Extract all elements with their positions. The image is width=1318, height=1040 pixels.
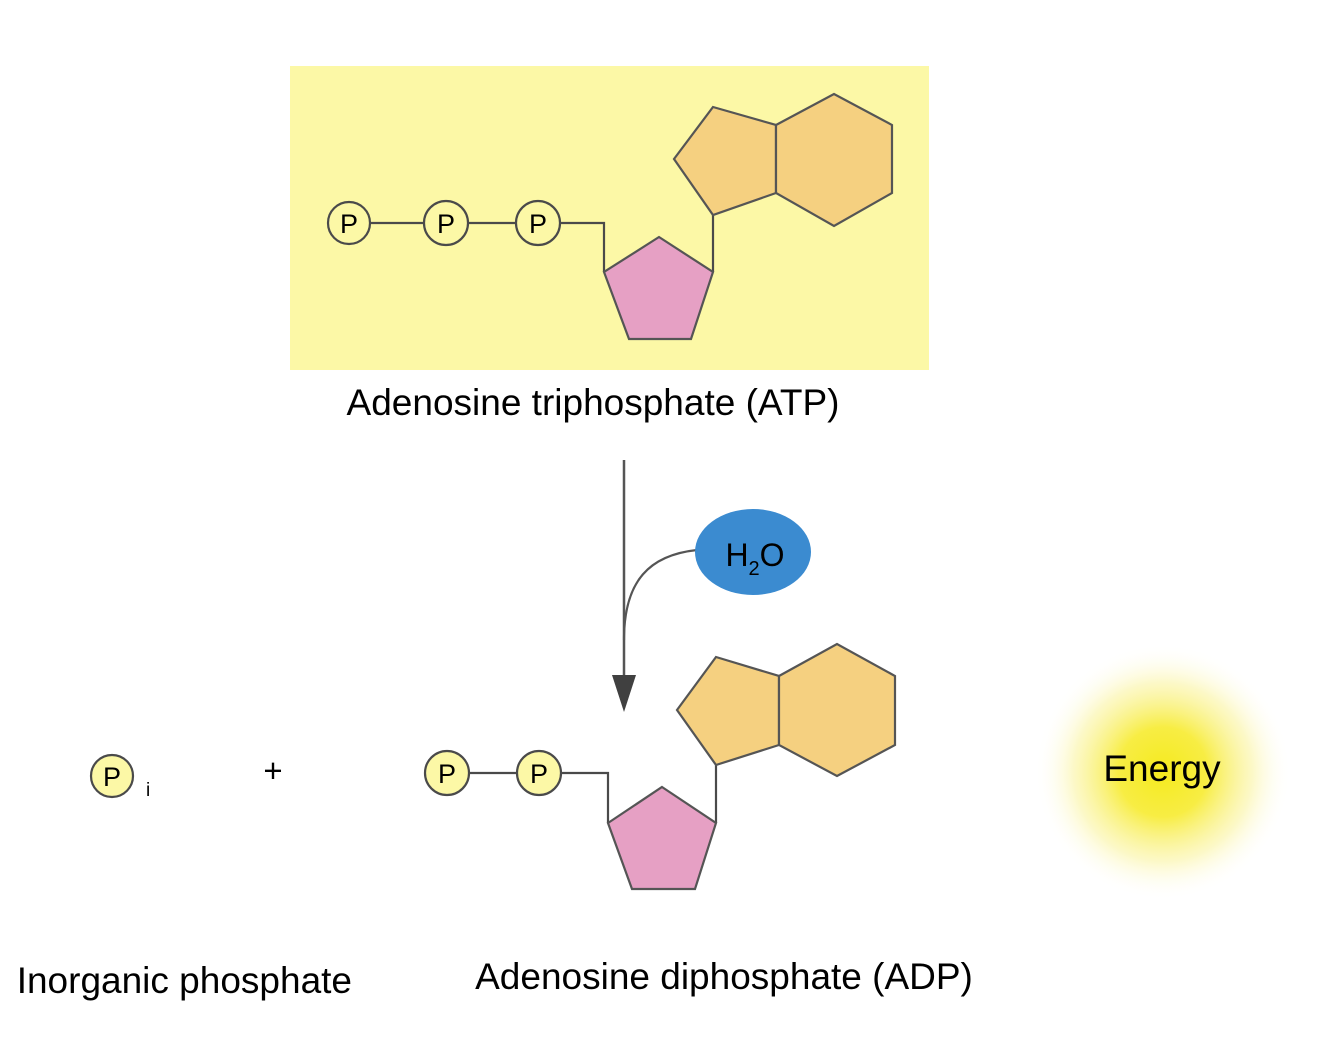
reaction-arrow — [612, 460, 698, 712]
atp-molecule: P P P — [326, 92, 894, 341]
adp-adenine-hexagon — [777, 642, 897, 778]
water-o: O — [760, 537, 785, 573]
atp-adenine-pentagon — [672, 105, 778, 217]
atp-adenine-hexagon — [774, 92, 894, 228]
atp-phosphate-1: P — [326, 200, 372, 246]
water-molecule: H2O — [695, 509, 811, 595]
atp-phosphate-3: P — [514, 199, 562, 247]
adp-phosphate-2: P — [515, 749, 563, 797]
phosphate-label: P — [530, 759, 548, 789]
phosphate-label: P — [103, 762, 121, 792]
atp-ribose — [602, 235, 715, 341]
phosphate-label: P — [438, 759, 456, 789]
water-h: H — [725, 537, 748, 573]
phosphate-label: P — [340, 209, 358, 239]
inorganic-phosphate-label: Inorganic phosphate — [17, 960, 352, 1001]
phosphate-subscript: i — [146, 780, 150, 801]
adp-adenine-pentagon — [675, 655, 781, 767]
phosphate-label: P — [437, 209, 455, 239]
water-subscript: 2 — [749, 558, 760, 580]
energy-label: Energy — [1103, 748, 1221, 789]
inorganic-phosphate: P i — [89, 753, 150, 801]
energy-glow: Energy — [1035, 644, 1291, 900]
atp-phosphate-2: P — [422, 199, 470, 247]
atp-label: Adenosine triphosphate (ATP) — [347, 382, 840, 423]
adp-molecule: P P — [423, 642, 897, 891]
adp-ribose — [606, 785, 718, 891]
svg-text:H2O: H2O — [725, 537, 784, 580]
adp-phosphate-1: P — [423, 749, 471, 797]
phosphate-label: P — [529, 209, 547, 239]
plus-sign: + — [263, 752, 282, 789]
adp-label: Adenosine diphosphate (ADP) — [475, 956, 973, 997]
